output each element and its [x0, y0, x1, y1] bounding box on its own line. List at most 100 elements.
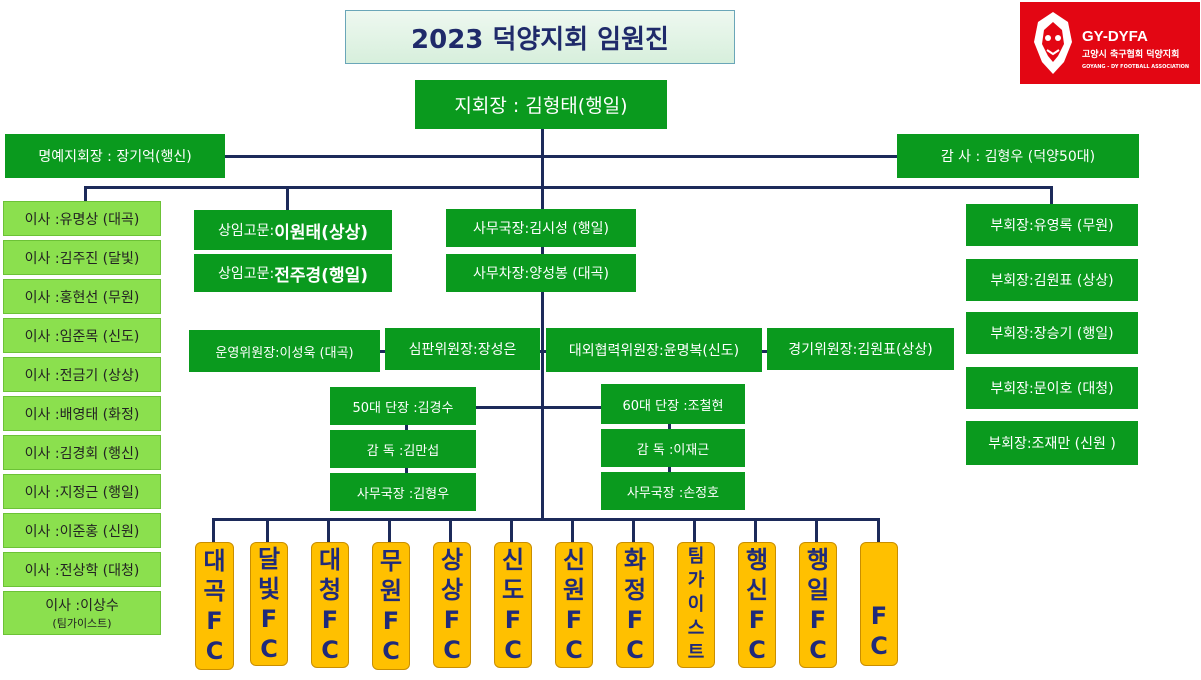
- connector-line: [1050, 186, 1053, 204]
- connector-line: [475, 406, 603, 409]
- team60-coach-box: 감 독 :이재근: [601, 429, 745, 467]
- club-char: F: [260, 605, 278, 633]
- club-char: C: [443, 636, 461, 664]
- club-char: 빛: [257, 575, 281, 603]
- club-char: 신: [562, 546, 586, 574]
- club-char: 스: [687, 618, 705, 639]
- club-char: 대: [318, 546, 342, 574]
- connector-line: [541, 128, 544, 518]
- team60-head-box: 60대 단장 :조철현: [601, 384, 745, 424]
- committee-box: 운영위원장:이성욱 (대곡): [189, 330, 380, 372]
- director-box: 이사 :김주진 (달빛): [3, 240, 161, 275]
- connector-line: [754, 518, 757, 542]
- club-char: 트: [687, 642, 705, 663]
- club-char: C: [748, 636, 766, 664]
- advisor-title: 상임고문:: [218, 223, 275, 239]
- committee-box: 대외협력위원장:윤명복(신도): [546, 328, 762, 372]
- director-box: 이사 :임준목 (신도): [3, 318, 161, 353]
- club-char: 정: [623, 576, 647, 604]
- secretary-general-box: 사무국장:김시성 (행일): [446, 209, 636, 247]
- director-box: 이사 :유명상 (대곡): [3, 201, 161, 236]
- auditor-box: 감 사 : 김형우 (덕양50대): [897, 134, 1139, 178]
- page-title: 2023 덕양지회 임원진: [345, 10, 735, 64]
- director-box: 이사 :지정근 (행일): [3, 474, 161, 509]
- chairman-box: 지회장 : 김형태(행일): [415, 80, 667, 129]
- connector-line: [327, 518, 330, 542]
- club-char: 행: [745, 546, 769, 574]
- deputy-secretary-box: 사무차장:양성봉 (대곡): [446, 254, 636, 292]
- club-char: F: [870, 602, 888, 630]
- club-char: C: [260, 635, 278, 663]
- club-char: C: [205, 637, 224, 665]
- connector-line: [693, 518, 696, 542]
- club-char: 행: [806, 546, 830, 574]
- club-char: F: [748, 606, 766, 634]
- club-char: 원: [562, 576, 586, 604]
- club-char: 화: [623, 546, 647, 574]
- club-char: C: [382, 637, 400, 665]
- club-char: F: [565, 606, 583, 634]
- connector-line: [266, 518, 269, 542]
- director-name: 이사 :이상수: [45, 598, 119, 614]
- director-box: 이사 :전상학 (대청): [3, 552, 161, 587]
- club-char: 신: [501, 546, 525, 574]
- advisor-name: 전주경(행일): [274, 265, 368, 286]
- honorary-chairman-box: 명예지회장 : 장기억(행신): [5, 134, 225, 178]
- vice-chair-box: 부회장:조재만 (신원 ): [966, 421, 1138, 465]
- club-char: 일: [806, 576, 830, 604]
- logo-name-en: GOYANG - DY FOOTBALL ASSOCIATION: [1082, 64, 1190, 70]
- director-box: 이사 :전금기 (상상): [3, 357, 161, 392]
- club-char: 곡: [203, 577, 226, 605]
- advisor-title: 상임고문:: [218, 266, 275, 282]
- club-char: 대: [203, 547, 226, 575]
- vice-chair-box: 부회장:유영록 (무원): [966, 204, 1138, 246]
- committee-box: 심판위원장:장성은: [385, 328, 540, 370]
- connector-line: [225, 155, 897, 158]
- connector-line: [212, 518, 215, 542]
- club-char: 상: [440, 576, 464, 604]
- club-char: F: [809, 606, 827, 634]
- vice-chair-box: 부회장:장승기 (행일): [966, 312, 1138, 354]
- vice-chair-box: 부회장:문이호 (대청): [966, 367, 1138, 409]
- director-box: 이사 :김경회 (행신): [3, 435, 161, 470]
- club-char: C: [504, 636, 522, 664]
- club-char: 신: [745, 576, 769, 604]
- club-char: 도: [501, 576, 525, 604]
- connector-line: [212, 518, 880, 521]
- advisor-box: 상임고문:이원태(상상): [194, 210, 392, 250]
- advisor-name: 이원태(상상): [274, 222, 368, 243]
- club-char: C: [565, 636, 583, 664]
- advisor-box: 상임고문:전주경(행일): [194, 254, 392, 292]
- club-char: 달: [257, 545, 281, 573]
- connector-line: [815, 518, 818, 542]
- connector-line: [84, 186, 1052, 189]
- director-box: 이사 :홍현선 (무원): [3, 279, 161, 314]
- connector-line: [571, 518, 574, 542]
- club-char: C: [809, 636, 827, 664]
- club-char: C: [321, 636, 339, 664]
- vice-chair-box: 부회장:김원표 (상상): [966, 259, 1138, 301]
- connector-line: [510, 518, 513, 542]
- connector-line: [388, 518, 391, 542]
- team50-coach-box: 감 독 :김만섭: [330, 430, 476, 468]
- director-box: 이사 :배영태 (화정): [3, 396, 161, 431]
- connector-line: [449, 518, 452, 542]
- connector-line: [632, 518, 635, 542]
- club-char: F: [206, 607, 223, 635]
- club-char: 청: [318, 576, 342, 604]
- club-char: C: [870, 632, 888, 660]
- club-char: 팀: [687, 546, 705, 567]
- club-char: C: [626, 636, 644, 664]
- club-char: 상: [440, 546, 464, 574]
